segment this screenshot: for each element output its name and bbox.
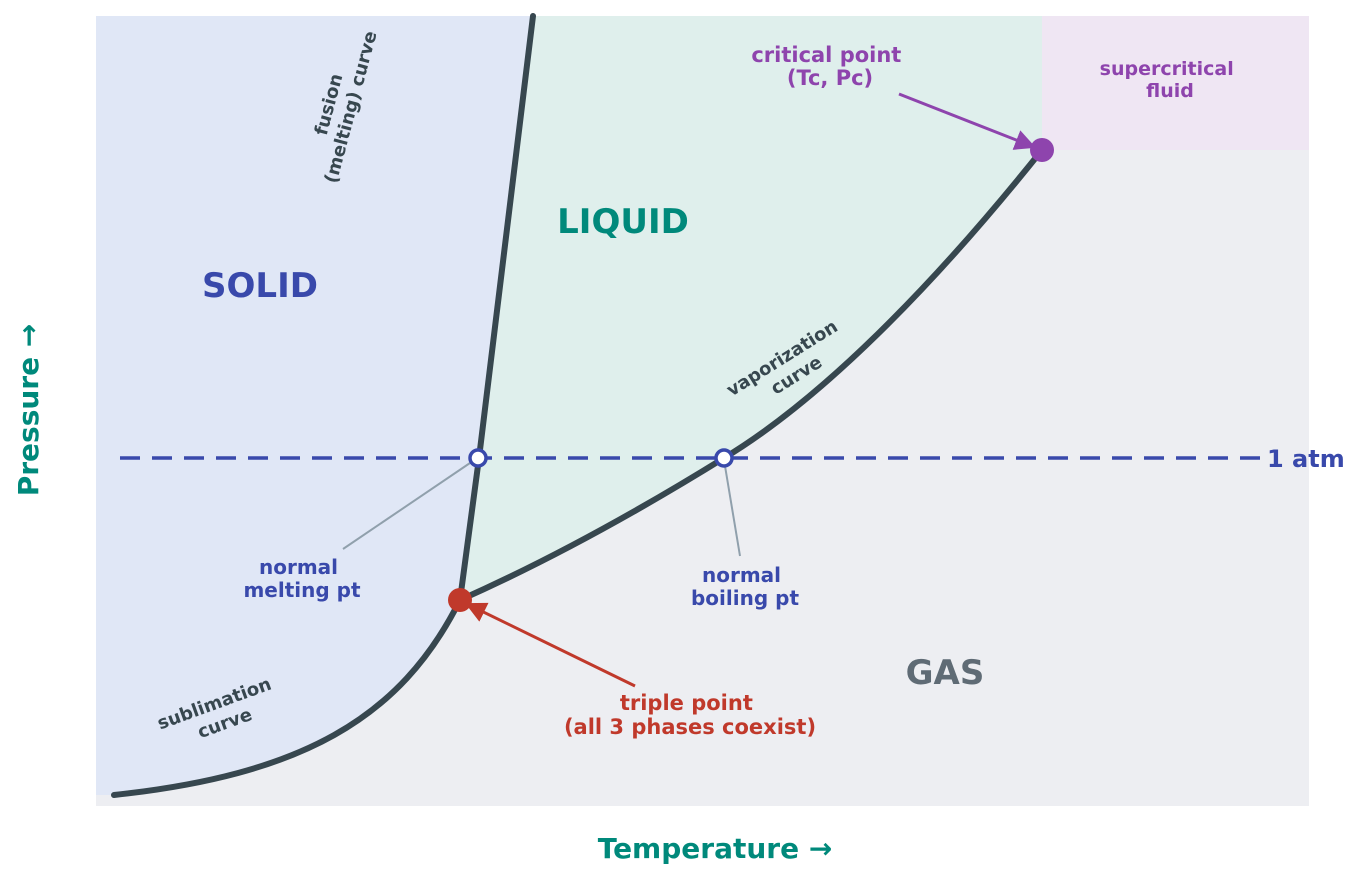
vaporization-curve — [457, 147, 1045, 603]
normal-melting-point-marker — [468, 448, 488, 468]
liquid-region — [460, 16, 1042, 600]
normal-boiling-label: normal boiling pt — [691, 563, 799, 610]
gas-label: GAS — [906, 653, 985, 693]
triple-point-label: triple point (all 3 phases coexist) — [564, 691, 816, 739]
sublimation-curve — [111, 597, 463, 798]
melting-leader — [342, 462, 471, 550]
y-axis-label: Pressure → — [12, 324, 45, 497]
one-atm-label: 1 atm — [1267, 445, 1345, 473]
supercritical-region — [1042, 16, 1309, 150]
critical-arrow — [898, 92, 1036, 150]
x-axis-label: Temperature → — [598, 832, 833, 865]
supercritical-label: supercritical fluid — [1100, 58, 1241, 102]
critical-point-label: critical point (Tc, Pc) — [751, 43, 908, 90]
triple-point-marker — [448, 588, 472, 612]
solid-region — [96, 16, 533, 795]
critical-point-marker — [1030, 138, 1054, 162]
liquid-label: LIQUID — [557, 202, 689, 242]
boiling-leader — [724, 465, 741, 557]
normal-melting-label: normal melting pt — [243, 555, 361, 602]
solid-label: SOLID — [202, 266, 318, 306]
y-axis-label-group: Pressure → — [12, 324, 45, 497]
normal-boiling-point-marker — [714, 448, 734, 468]
triple-arrow — [465, 602, 636, 688]
